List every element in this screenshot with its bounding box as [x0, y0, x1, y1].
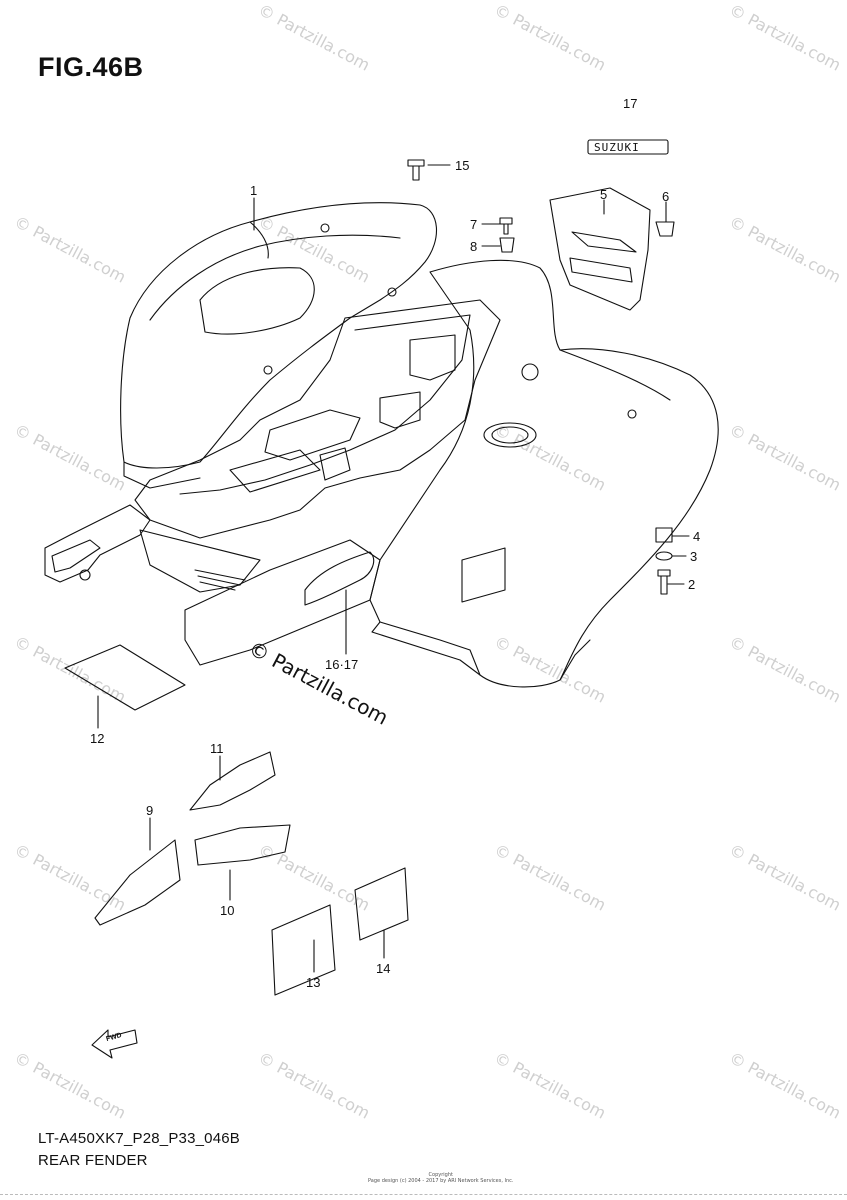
bolt-15 — [407, 159, 425, 181]
callout-15: 15 — [455, 158, 470, 173]
right-fender-cap-hole — [483, 422, 537, 448]
side-panel — [184, 539, 381, 666]
left-fender-shell — [120, 202, 438, 469]
callout-11: 11 — [210, 741, 224, 756]
callout-8: 8 — [470, 239, 478, 254]
callout-13: 13 — [306, 975, 321, 990]
left-fender-lower-edge — [123, 461, 201, 489]
right-fender-bolt-hole — [627, 409, 637, 419]
washer-3 — [655, 551, 673, 561]
tray-rib — [319, 447, 351, 481]
decal-14 — [354, 867, 409, 941]
decal-11 — [189, 751, 276, 811]
callout-2: 2 — [688, 577, 696, 592]
callout-3: 3 — [690, 549, 698, 564]
tray-bottom — [139, 529, 261, 593]
grommet-8 — [499, 237, 515, 253]
left-frame-arm-detail — [51, 539, 101, 573]
tray-channel-2 — [229, 449, 321, 493]
left-frame-arm — [44, 504, 151, 583]
cushion-4 — [655, 527, 673, 543]
center-tray-inner — [179, 314, 471, 495]
frame-mount-hole — [79, 569, 91, 581]
callout-10: 10 — [220, 903, 235, 918]
bolt-2 — [657, 569, 671, 595]
right-fender-bolt-hole — [387, 287, 397, 297]
bracket-5 — [549, 187, 651, 311]
side-emblem — [304, 551, 375, 606]
right-fender-inner-line — [559, 349, 671, 401]
right-fender-shell — [369, 259, 719, 688]
copyright-notice: Copyright Page design (c) 2004 - 2017 by… — [368, 1172, 514, 1184]
right-fender-lower-trim — [559, 639, 591, 681]
copyright-line-1: Copyright — [428, 1172, 453, 1178]
tray-channel — [264, 409, 361, 461]
callout-16-17: 16·17 — [325, 657, 359, 672]
bracket-5-slot — [569, 257, 633, 283]
copyright-line-2: Page design (c) 2004 - 2017 by ARI Netwo… — [368, 1178, 514, 1184]
left-fender-top-ridge — [249, 221, 269, 259]
tray-bottom-grill — [194, 569, 246, 591]
decal-10 — [194, 824, 291, 866]
figure-title: FIG.46B — [38, 52, 144, 82]
right-fender-lower-edge — [371, 621, 481, 676]
clip-6 — [655, 221, 675, 237]
callout-14: 14 — [376, 961, 391, 976]
emblem-17 — [587, 139, 669, 155]
callout-12: 12 — [90, 731, 105, 746]
bracket-5-detail — [571, 231, 637, 253]
tray-box — [409, 334, 456, 381]
callout-17: 17 — [623, 96, 638, 111]
page-bottom-divider — [0, 1194, 847, 1195]
callout-4: 4 — [693, 529, 701, 544]
emblem-brand-logo: SUZUKI — [594, 141, 640, 154]
left-fender-inner-line — [149, 234, 401, 321]
callout-7: 7 — [470, 217, 478, 232]
callout-1: 1 — [250, 183, 258, 198]
right-fender-recess — [461, 547, 506, 603]
callout-9: 9 — [146, 803, 154, 818]
fwd-arrow-icon — [91, 1029, 138, 1059]
figure-caption: REAR FENDER — [38, 1152, 148, 1169]
decal-12 — [64, 644, 186, 711]
decal-9 — [94, 839, 181, 926]
callout-5: 5 — [600, 187, 608, 202]
left-fender-recess — [199, 267, 315, 335]
screw-7 — [499, 217, 513, 235]
decal-13 — [271, 904, 336, 996]
callout-6: 6 — [662, 189, 670, 204]
right-fender-bolt-hole — [521, 363, 539, 381]
tray-box-detail — [379, 391, 421, 429]
right-fender-cap-hole-inner — [491, 426, 529, 444]
left-fender-bolt-hole — [263, 365, 273, 375]
model-code: LT-A450XK7_P28_P33_046B — [38, 1130, 240, 1147]
left-fender-bolt-hole — [320, 223, 330, 233]
